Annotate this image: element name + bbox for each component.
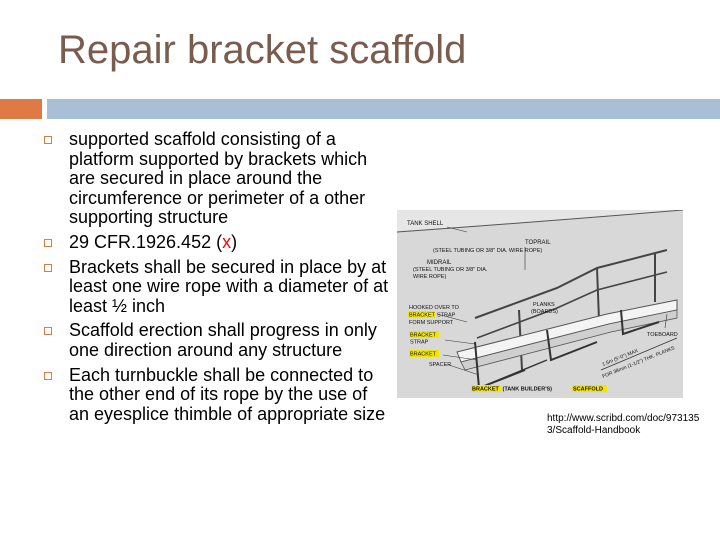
label-hooked-strap: STRAP <box>437 313 456 319</box>
label-toprail: TOPRAIL <box>525 240 551 246</box>
square-bullet-icon <box>44 263 52 272</box>
slide-title: Repair bracket scaffold <box>58 28 467 72</box>
caption-scaffold: SCAFFOLD <box>573 387 603 393</box>
bullet-item: Brackets shall be secured in place by at… <box>40 256 392 317</box>
label-boards: (BOARDS) <box>531 309 558 315</box>
label-midrail-note-1: (STEEL TUBING OR 3/8" DIA. <box>413 267 488 273</box>
square-bullet-icon <box>44 327 52 336</box>
bullet-text: Scaffold erection shall progress in only… <box>69 320 377 360</box>
source-url[interactable]: http://www.scribd.com/doc/9731353/Scaffo… <box>547 413 700 436</box>
caption-tank-builders: (TANK BUILDER'S) <box>501 387 554 393</box>
label-bracket-strap-1: BRACKET <box>410 333 437 339</box>
label-planks: PLANKS <box>533 302 555 308</box>
square-bullet-icon <box>44 136 52 144</box>
label-toprail-note: (STEEL TUBING OR 3/8" DIA. WIRE ROPE) <box>433 248 542 254</box>
title-divider-bar <box>47 99 720 119</box>
label-toeboard: TOEBOARD <box>647 332 678 338</box>
citation-suffix: ) <box>231 231 238 252</box>
label-form-support: FORM SUPPORT <box>409 320 454 326</box>
label-midrail-note-2: WIRE ROPE) <box>413 274 446 280</box>
bullet-item: Each turnbuckle shall be connected to th… <box>40 364 392 425</box>
bullet-item: supported scaffold consisting of a platf… <box>40 129 392 228</box>
bullet-item: 29 CFR.1926.452 (x) <box>40 231 392 253</box>
label-bracket-strap-2: STRAP <box>410 340 429 346</box>
citation-prefix: 29 CFR.1926.452 ( <box>69 231 223 252</box>
label-bracket: BRACKET <box>410 352 437 358</box>
title-accent-bar <box>0 99 42 119</box>
bullet-text: Brackets shall be secured in place by at… <box>69 256 389 316</box>
label-hooked-bracket: BRACKET <box>409 313 436 319</box>
bullet-text: Each turnbuckle shall be connected to th… <box>69 364 386 424</box>
square-bullet-icon <box>44 238 52 247</box>
label-tank-shell: TANK SHELL <box>407 221 444 227</box>
label-spacer: SPACER <box>429 362 451 368</box>
square-bullet-icon <box>44 371 52 380</box>
bullet-list: supported scaffold consisting of a platf… <box>40 129 392 429</box>
scaffold-diagram: TANK SHELL TOPRAIL (STEEL TUBING OR 3/8"… <box>397 210 683 398</box>
citation-link[interactable]: x <box>222 231 232 252</box>
caption-bracket: BRACKET <box>472 387 500 393</box>
label-hooked-over: HOOKED OVER TO <box>409 305 460 311</box>
bullet-text: supported scaffold consisting of a platf… <box>69 129 368 228</box>
label-midrail: MIDRAIL <box>427 260 452 266</box>
bullet-item: Scaffold erection shall progress in only… <box>40 321 392 360</box>
